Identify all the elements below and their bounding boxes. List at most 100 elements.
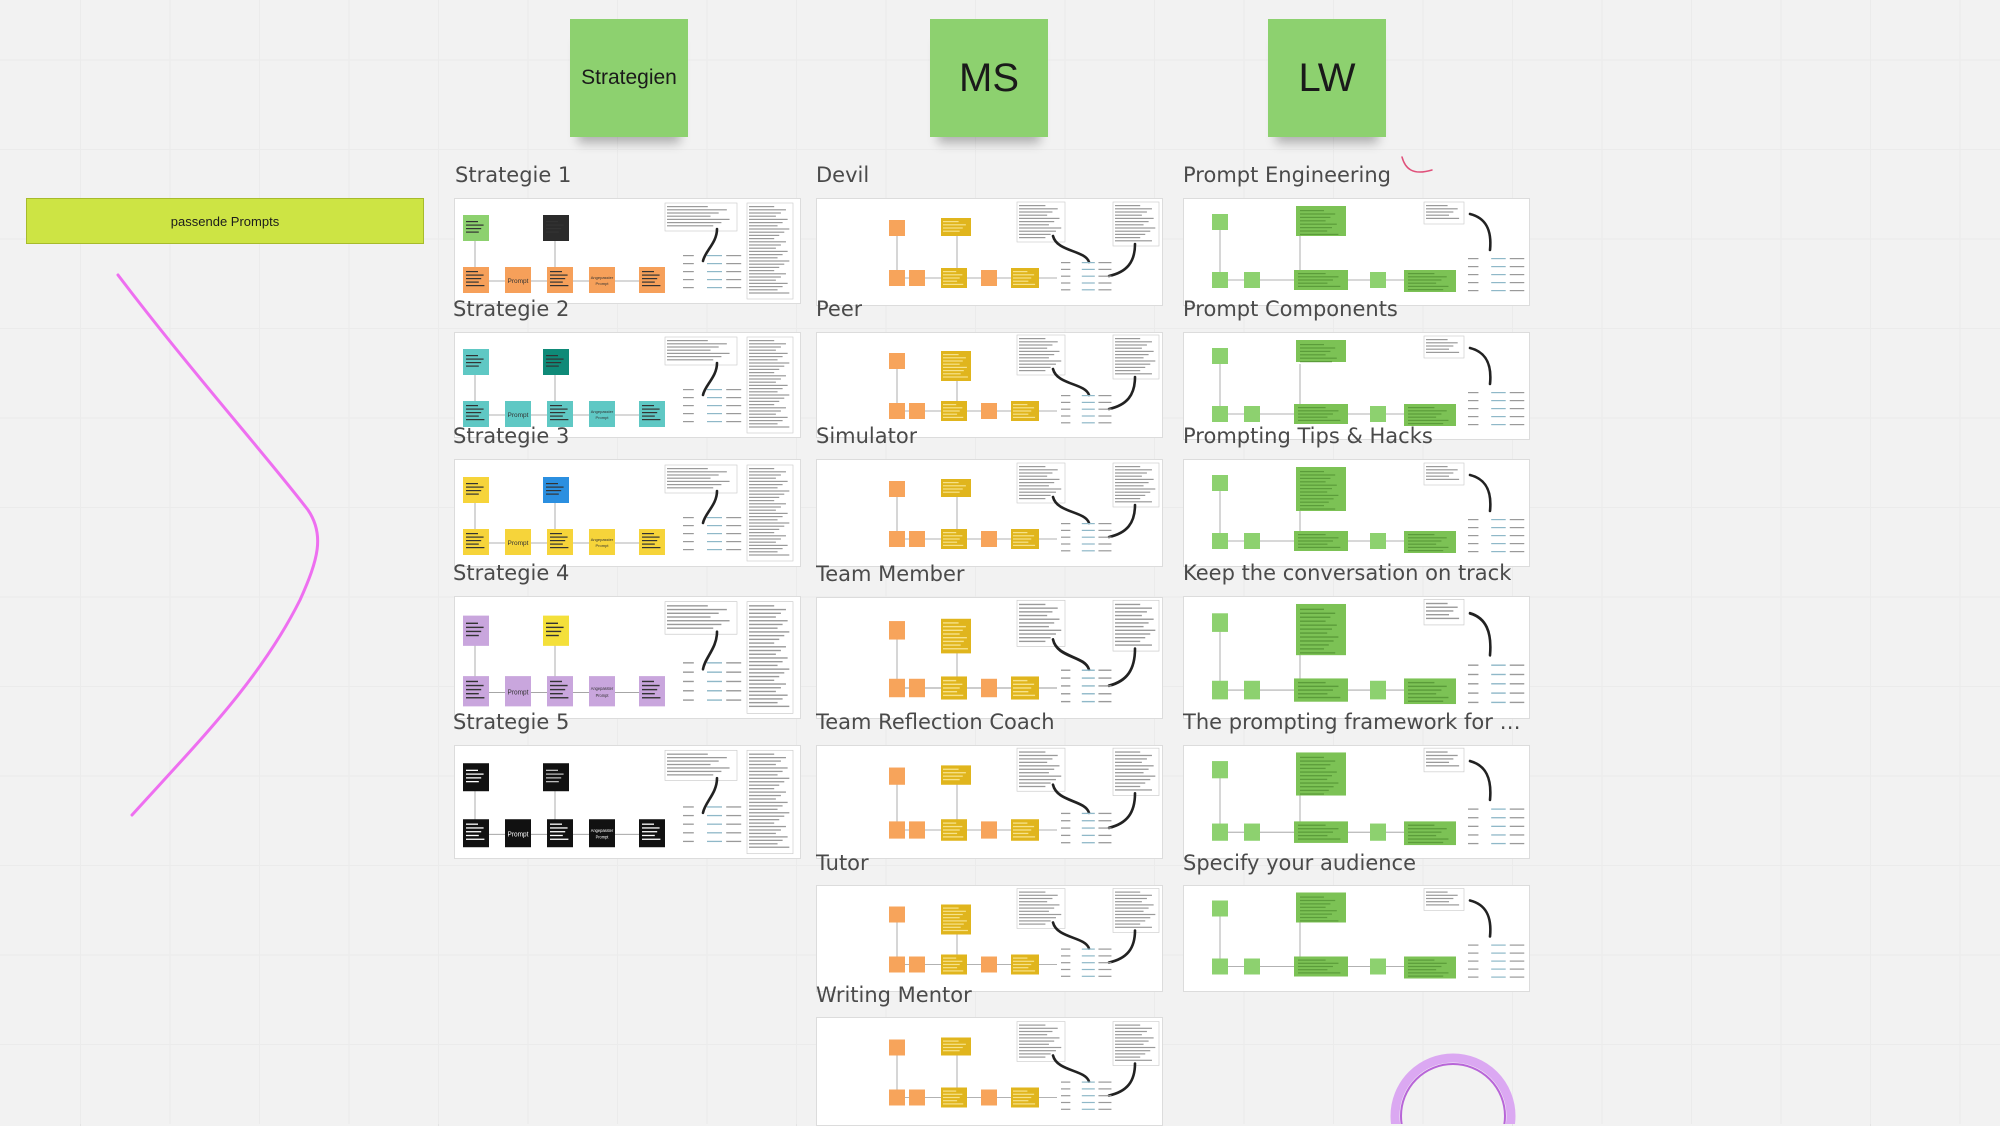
mini-text-line (749, 631, 790, 633)
mini-text-line (1300, 764, 1331, 766)
frame-lw-specify-audience[interactable] (1183, 885, 1530, 992)
frame-lw-prompt-components[interactable] (1183, 332, 1530, 440)
mini-arrow (1468, 212, 1492, 252)
frame-lw-prompting-framework[interactable] (1183, 745, 1530, 859)
mini-text-line (749, 753, 775, 755)
mini-text-line (1468, 551, 1479, 553)
mini-sticky (589, 529, 615, 555)
mini-text-line (749, 646, 786, 648)
mini-text-line (749, 218, 788, 220)
mini-text-line (1298, 419, 1341, 421)
frame-ms-team-reflection-coach[interactable] (816, 745, 1163, 859)
mini-text-line (1426, 351, 1460, 353)
frame-label: Team Reflection Coach (816, 710, 1055, 734)
mini-text-line (1019, 363, 1056, 365)
mini-sticky (981, 270, 997, 286)
mini-text-line (749, 642, 775, 644)
mini-text-line (1300, 756, 1324, 759)
mini-text-line (1115, 751, 1141, 753)
mini-text-line (466, 533, 478, 535)
frame-ms-team-member[interactable] (816, 597, 1163, 719)
frame-ms-writing-mentor[interactable] (816, 1017, 1163, 1126)
mini-text-line (642, 543, 655, 545)
mini-text-line (749, 763, 776, 766)
mini-text-line (1019, 761, 1048, 764)
mini-text-line (1115, 897, 1147, 900)
mini-text-line (550, 405, 562, 407)
sticky-strategien[interactable]: Strategien (570, 19, 688, 137)
mini-text-line (1019, 338, 1046, 340)
mini-text-line (749, 528, 780, 530)
mini-text-line (1408, 685, 1447, 688)
mini-text-line (466, 827, 484, 829)
mini-text-line (1019, 782, 1051, 784)
sticky-ms[interactable]: MS (930, 19, 1048, 137)
mini-text-line (466, 228, 482, 230)
mini-text-line (749, 500, 775, 502)
mini-text-line (726, 814, 742, 817)
mini-sticky (639, 819, 665, 848)
mini-text-line (683, 823, 694, 825)
mini-text-line (1426, 214, 1450, 216)
frame-lw-keep-conversation[interactable] (1183, 596, 1530, 719)
mini-text-line (1013, 1090, 1028, 1092)
mini-text-line (1013, 829, 1032, 831)
mini-text-line (550, 415, 563, 417)
mini-sticky (909, 403, 925, 419)
mini-text-line (1408, 828, 1447, 830)
mini-text-line (1115, 214, 1142, 216)
mini-text-line (749, 808, 778, 810)
mini-text-line (1019, 1043, 1049, 1045)
mini-text-line (683, 279, 694, 281)
mini-text-line (1491, 664, 1506, 666)
mini-text-line (943, 768, 959, 770)
mini-text-line (1408, 423, 1444, 425)
mini-text-line (1491, 976, 1506, 978)
mini-text-line (1019, 214, 1048, 216)
mini-text-line (749, 270, 775, 272)
mini-sticky (505, 676, 531, 707)
mini-text-line (1300, 775, 1332, 777)
mini-text-line (550, 543, 563, 545)
mini-text-line (1300, 354, 1326, 356)
frame-lw-prompt-engineering[interactable] (1183, 198, 1530, 306)
mini-text-line (943, 544, 964, 546)
mini-text-line (1300, 233, 1339, 235)
frame-ms-simulator[interactable] (816, 459, 1163, 567)
mini-text-line (1468, 692, 1479, 694)
mini-text-line (667, 471, 727, 473)
mini-text-line (667, 346, 719, 348)
frame-ms-peer[interactable] (816, 332, 1163, 438)
mini-text-line (1061, 408, 1071, 410)
mini-text-line (683, 699, 694, 701)
mini-text-line (1468, 392, 1479, 394)
frame-lw-prompting-tips-hacks[interactable] (1183, 459, 1530, 567)
mini-text-line (1300, 474, 1336, 476)
mini-text-line (1300, 491, 1328, 493)
mini-text-line (749, 522, 790, 524)
mini-text-line (1509, 543, 1525, 545)
mini-text-line (1408, 696, 1449, 699)
mini-text-line (943, 644, 961, 646)
mini-text-line (1019, 1050, 1056, 1052)
mini-text-line (749, 832, 776, 835)
mini-sticky (589, 676, 615, 707)
mini-text-line (550, 274, 568, 276)
mini-sticky (1212, 958, 1228, 975)
frame-ms-devil[interactable] (816, 198, 1163, 306)
mini-text-line (1013, 822, 1028, 824)
passende-prompts-banner[interactable]: passende Prompts (26, 198, 424, 244)
mini-text-line (1019, 1030, 1053, 1033)
mini-text-line (943, 227, 963, 229)
mini-text-line (546, 362, 562, 364)
frame-ms-tutor[interactable] (816, 885, 1163, 992)
sticky-lw-text: LW (1298, 55, 1356, 100)
sticky-lw[interactable]: LW (1268, 19, 1386, 137)
mini-text-line (1300, 760, 1336, 762)
mini-text-line (1098, 1095, 1112, 1097)
